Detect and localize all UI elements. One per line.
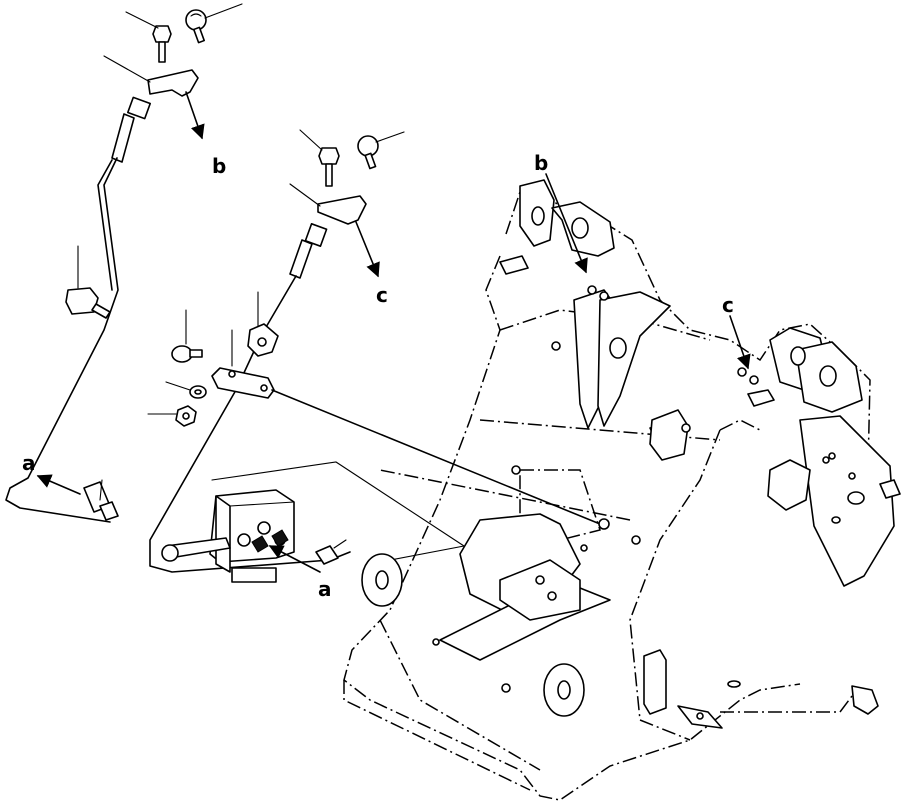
frame-base [343,680,531,791]
middle-cable-assembly: c [147,129,601,573]
frame-outline-left [343,255,801,801]
middle-top-screw [357,131,405,170]
left-boom-mount [499,179,683,449]
left-top-screw [185,3,243,44]
label-a-left: a [22,451,36,475]
middle-upper-clamp [247,291,279,357]
frame-mid-line [379,469,631,521]
left-bottom-fitting [83,479,119,521]
label-a-bottom: a [318,577,332,601]
left-cable [5,157,119,523]
middle-nut [147,405,197,427]
right-arrow-b [545,173,588,274]
label-b-left: b [212,154,226,178]
bottom-arrow-a [268,545,321,573]
frame-notch [719,419,761,431]
middle-arrow-c [355,221,380,278]
left-cable-outer [97,159,113,291]
left-arrow-b [185,91,205,140]
middle-cable-end [289,223,328,279]
left-cable-end [111,96,151,163]
valve-outline-line [211,461,466,563]
control-valve [161,461,466,583]
left-cable-assembly: b a [5,3,243,523]
label-c-right: c [722,293,734,317]
middle-screw [171,309,203,363]
left-bracket [103,55,199,97]
frame-base-right [639,719,691,741]
cable-to-frame [271,389,601,525]
frame-right-side [629,429,721,721]
center-components [361,409,741,717]
middle-top-bolt [299,129,340,187]
loader-frame [343,179,901,801]
middle-bracket [289,183,367,225]
rear-bracket [677,685,879,729]
frame-bolts [432,285,830,693]
label-c-left: c [376,283,388,307]
left-mid-clamp [65,245,111,319]
right-arrow-c [729,315,751,370]
left-arrow-a [36,474,81,495]
frame-lower-left [379,619,541,771]
left-top-bolt [125,11,172,63]
label-b-right: b [534,151,548,175]
middle-washer [165,381,207,399]
middle-plate [211,329,275,399]
